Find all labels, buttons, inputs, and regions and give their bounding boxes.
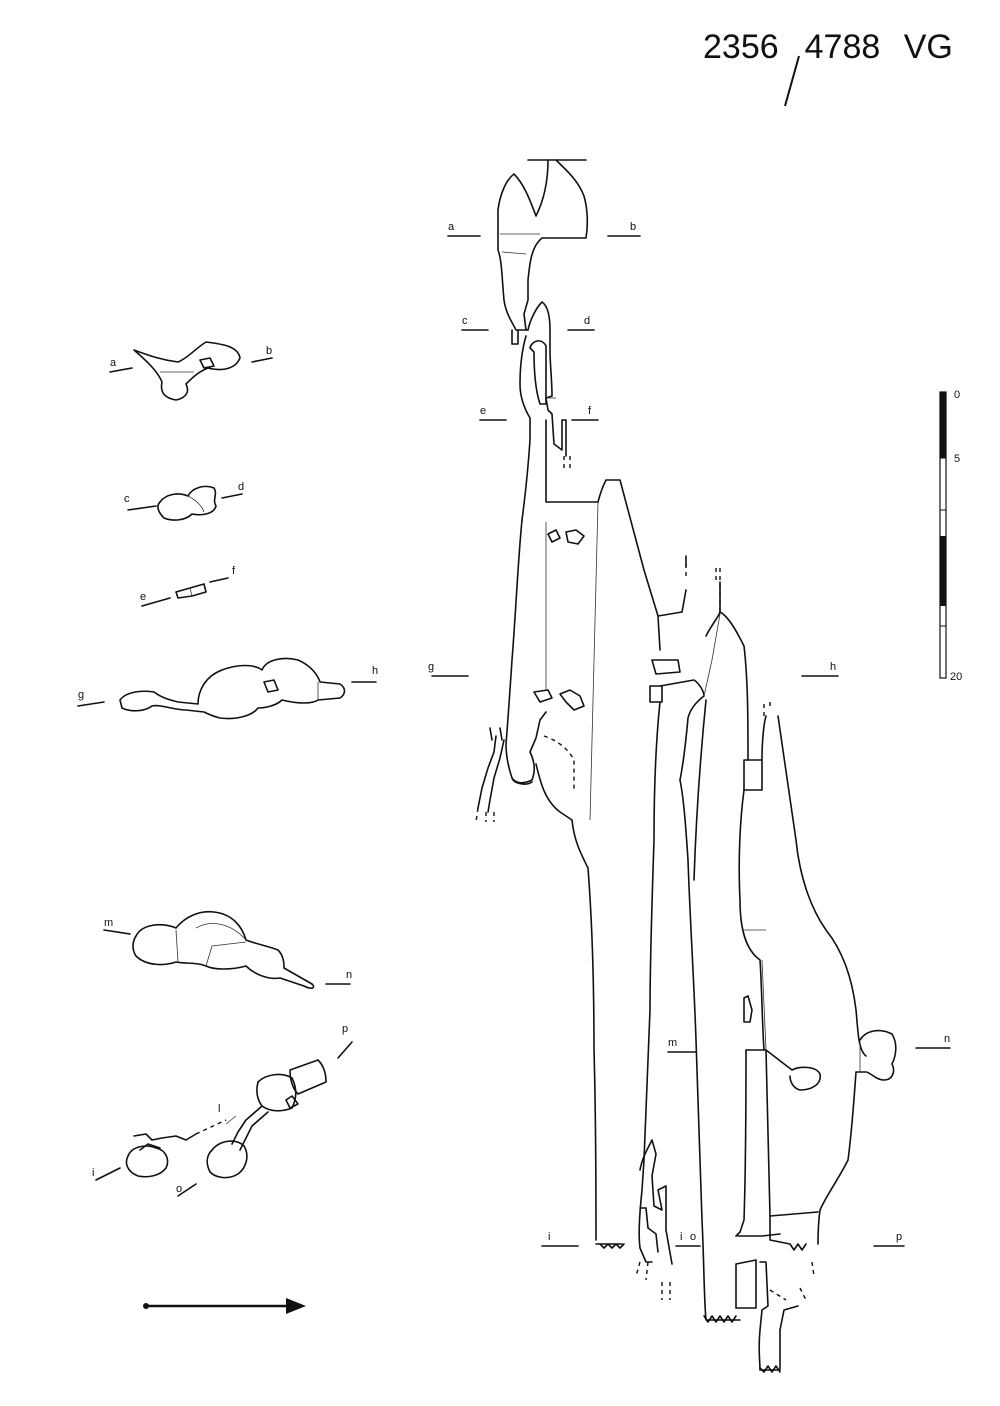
sheet-number-left: 2356 — [703, 28, 779, 66]
section-label-g: g — [78, 689, 84, 701]
profile-label-i: i — [548, 1231, 550, 1243]
scale-tick-0: 0 — [954, 389, 960, 401]
section-label-h: h — [372, 665, 378, 677]
profile-label-f: f — [588, 405, 592, 417]
section-label-c: c — [124, 493, 130, 505]
section-label-b: b — [266, 345, 272, 357]
cross-sections: a b c d e f — [77, 341, 378, 1197]
section-g-h: g h — [77, 657, 378, 720]
profile-label-n: n — [944, 1033, 950, 1045]
profile-label-m: m — [668, 1037, 677, 1049]
section-a-b: a b — [109, 341, 273, 401]
profile-label-i2: i — [680, 1231, 682, 1243]
profile-label-d: d — [584, 315, 590, 327]
section-i-o-p-l: p l i o — [92, 1023, 353, 1197]
scale-bar: 0 5 20 — [939, 389, 962, 683]
section-c-d: c d — [124, 481, 244, 521]
section-label-p: p — [342, 1023, 348, 1035]
section-label-d: d — [238, 481, 244, 493]
scale-tick-20: 20 — [950, 671, 962, 683]
right-arrow-icon — [143, 1298, 306, 1314]
section-label-m: m — [104, 917, 113, 929]
profile-label-c: c — [462, 315, 468, 327]
section-label-n: n — [346, 969, 352, 981]
sheet-number: 2356 4788 VG — [703, 28, 953, 107]
section-label-l: l — [218, 1103, 220, 1115]
section-label-i: i — [92, 1167, 94, 1179]
profile-label-b: b — [630, 221, 636, 233]
profile-label-e: e — [480, 405, 486, 417]
section-label-e: e — [140, 591, 146, 603]
long-profile — [475, 159, 897, 1373]
section-label-f: f — [232, 565, 236, 577]
section-e-f: e f — [140, 565, 236, 607]
profile-label-o: o — [690, 1231, 696, 1243]
profile-label-a: a — [448, 221, 455, 233]
sheet-number-right: 4788 — [804, 28, 881, 66]
section-label-a: a — [110, 357, 117, 369]
profile-label-h: h — [830, 661, 836, 673]
profile-label-g: g — [428, 661, 434, 673]
profile-labels: a b c d e f g h m n i i o p — [428, 221, 951, 1247]
scale-tick-5: 5 — [954, 453, 960, 465]
profile-label-p: p — [896, 1231, 902, 1243]
section-m-n: m n — [103, 910, 352, 989]
section-label-o: o — [176, 1183, 182, 1195]
sheet-suffix: VG — [903, 28, 953, 66]
